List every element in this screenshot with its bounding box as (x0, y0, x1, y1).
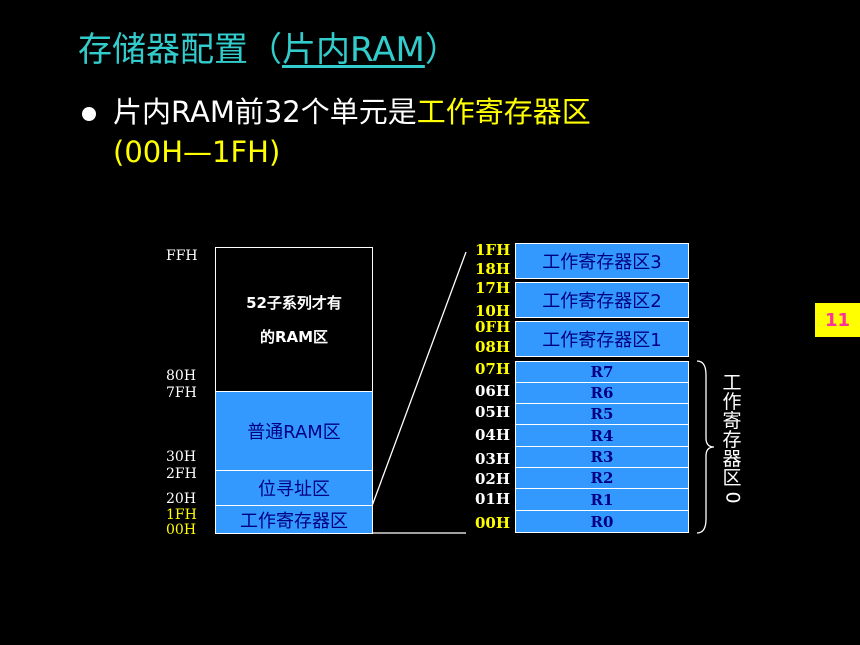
register-r3: R3 (515, 446, 689, 468)
addr-bank2-top: 17H (475, 279, 511, 297)
block-working-registers: 工作寄存器区 (215, 505, 373, 534)
register-r2: R2 (515, 467, 689, 489)
bank-2-label: 工作寄存器区2 (542, 291, 662, 312)
addr-00h-right: 00H (475, 514, 511, 532)
register-r5: R5 (515, 403, 689, 425)
addr-01h: 01H (475, 490, 511, 508)
addr-bank1-bottom: 08H (475, 338, 511, 356)
addr-2fh: 2FH (166, 466, 197, 482)
addr-06h: 06H (475, 382, 511, 400)
addr-bank2-bottom: 10H (475, 302, 511, 320)
bank0-char-2: 作 (722, 391, 742, 413)
bank0-char-3: 寄 (722, 410, 742, 432)
block-52-series-ram: 52子系列才有 的RAM区 (215, 247, 373, 392)
register-r7-label: R7 (590, 363, 614, 381)
register-r7: R7 (515, 361, 689, 383)
register-r0-label: R0 (590, 512, 614, 531)
addr-bank3-top: 1FH (475, 241, 511, 259)
block-general-ram: 普通RAM区 (215, 391, 373, 471)
bullet-dot-icon (82, 107, 96, 121)
addr-1fh: 1FH (166, 507, 197, 523)
addr-80h: 80H (166, 368, 197, 384)
register-r1: R1 (515, 488, 689, 511)
addr-7fh: 7FH (166, 385, 197, 401)
block-working-registers-label: 工作寄存器区 (240, 510, 348, 532)
page-number-badge: 11 (815, 303, 860, 337)
bank0-char-7: 0 (721, 491, 744, 504)
register-r1-label: R1 (590, 490, 614, 509)
addr-30h: 30H (166, 449, 197, 465)
title-underlined: 片内RAM (282, 30, 425, 70)
register-r2-label: R2 (590, 469, 614, 487)
addr-00h: 00H (166, 522, 197, 538)
bullet-text-white: 片内RAM前32个单元是 (113, 95, 417, 129)
register-r6: R6 (515, 382, 689, 404)
bullet-text: 片内RAM前32个单元是工作寄存器区 (00H—1FH) (113, 92, 591, 172)
addr-04h: 04H (475, 426, 511, 444)
addr-20h: 20H (166, 491, 197, 507)
bank0-char-5: 器 (722, 448, 742, 470)
bank-2: 工作寄存器区2 (515, 282, 689, 318)
block-bit-addressable: 位寻址区 (215, 470, 373, 506)
block-52-label-line2: 的RAM区 (259, 327, 329, 346)
bank-1-label: 工作寄存器区1 (542, 330, 662, 351)
title-prefix: 存储器配置（ (78, 30, 282, 70)
register-r4-label: R4 (590, 426, 614, 445)
block-52-label-line1: 52子系列才有 (246, 293, 342, 312)
bank0-char-6: 区 (722, 467, 742, 489)
addr-02h: 02H (475, 470, 511, 488)
addr-05h: 05H (475, 403, 511, 421)
bank-3: 工作寄存器区3 (515, 243, 689, 279)
register-r4: R4 (515, 424, 689, 447)
block-general-ram-label: 普通RAM区 (247, 422, 341, 443)
bank-0-vertical-label: 工 作 寄 存 器 区 0 (721, 372, 744, 507)
addr-bank3-bottom: 18H (475, 260, 511, 278)
addr-bank1-top: 0FH (475, 318, 511, 336)
addr-03h: 03H (475, 450, 511, 468)
register-r5-label: R5 (590, 405, 614, 423)
register-r3-label: R3 (590, 448, 614, 466)
bank0-char-4: 存 (722, 429, 742, 451)
bullet-text-yellow: 工作寄存器区 (416, 95, 591, 129)
bank-1: 工作寄存器区1 (515, 321, 689, 357)
block-bit-addressable-label: 位寻址区 (258, 479, 330, 500)
bullet-line2: (00H—1FH) (113, 135, 281, 169)
page-title: 存储器配置（片内RAM） (78, 22, 459, 71)
bank0-char-1: 工 (722, 372, 742, 394)
title-suffix: ） (424, 30, 459, 70)
addr-07h: 07H (475, 360, 511, 378)
bank-3-label: 工作寄存器区3 (542, 252, 662, 273)
addr-ffh: FFH (166, 248, 198, 264)
register-r6-label: R6 (590, 384, 614, 402)
register-r0: R0 (515, 510, 689, 533)
